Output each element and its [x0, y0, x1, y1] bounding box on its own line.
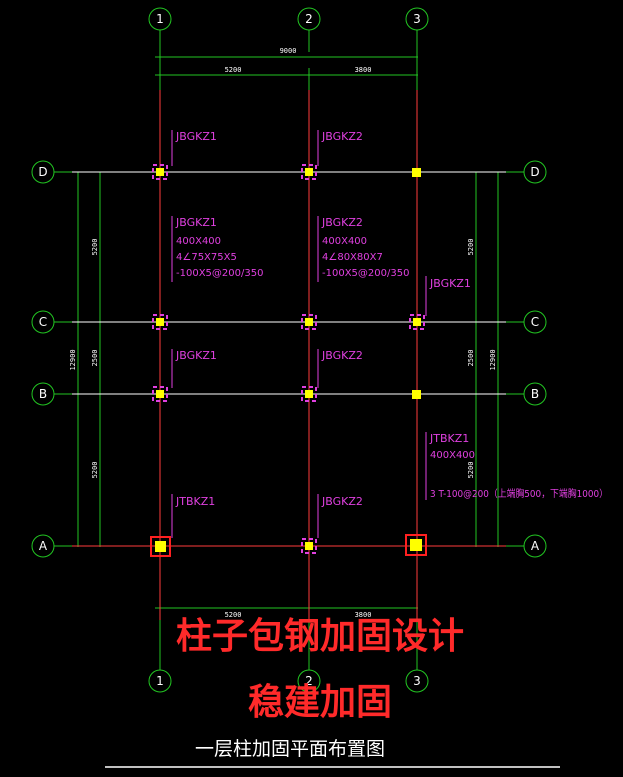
detail-2-plate: -100X5@200/350 [322, 268, 409, 279]
dim-left-D-C: 5200 [91, 239, 99, 256]
drawing-title: 一层柱加固平面布置图 [195, 738, 385, 760]
detail-3-note: 3 T-100@200（上端胸500，下端胸1000） [430, 487, 608, 500]
tag-D1: JBGKZ1 [175, 130, 217, 143]
column-A1 [150, 536, 171, 557]
axis-bubble-right-A: A [523, 534, 547, 558]
axis-bubble-bottom-1: 1 [148, 669, 172, 693]
axis-label: B [531, 387, 539, 401]
axis-label: A [531, 539, 540, 553]
detail-3-size: 400X400 [430, 450, 475, 461]
dim-bottom-1-2: 5200 [225, 611, 242, 619]
detail-1-plate: -100X5@200/350 [176, 268, 263, 279]
detail-1-angle: 4∠75X75X5 [176, 252, 237, 263]
column-C3 [409, 314, 425, 330]
columns [150, 164, 427, 557]
grid-lines-horizontal [72, 171, 506, 547]
dim-top-total: 9000 [280, 47, 297, 55]
tag-A1: JTBKZ1 [175, 495, 215, 508]
dimension-lines [54, 30, 524, 670]
tag-A2: JBGKZ2 [321, 495, 363, 508]
axis-label: 3 [413, 12, 421, 26]
axis-label: 1 [156, 674, 164, 688]
detail-3-tag: JTBKZ1 [429, 432, 469, 445]
axis-bubble-bottom-2: 2 [297, 669, 321, 693]
column-D1 [152, 164, 168, 180]
column-A3 [405, 534, 427, 556]
axis-label: 3 [413, 674, 421, 688]
dim-right-D-C: 5200 [467, 239, 475, 256]
dim-left-total: 12900 [69, 349, 77, 370]
axis-bubble-left-B: B [31, 382, 55, 406]
axis-label: C [39, 315, 47, 329]
axis-label: 1 [156, 12, 164, 26]
detail-2-tag: JBGKZ2 [321, 216, 363, 229]
axis-label: D [530, 165, 539, 179]
dim-right-B-A: 5200 [467, 462, 475, 479]
leader-lines [171, 130, 427, 538]
tag-D2: JBGKZ2 [321, 130, 363, 143]
tag-C3: JBGKZ1 [429, 277, 471, 290]
detail-jbgkz1: JBGKZ1 400X400 4∠75X75X5 -100X5@200/350 [175, 216, 263, 279]
detail-1-size: 400X400 [176, 236, 221, 247]
dim-right-C-B: 2500 [467, 350, 475, 367]
dim-top-2-3: 3800 [355, 66, 372, 74]
column-B3 [412, 390, 421, 399]
column-D2 [301, 164, 317, 180]
detail-jtbkz1: JTBKZ1 400X400 3 T-100@200（上端胸500，下端胸100… [429, 432, 608, 500]
axis-bubble-right-D: D [523, 160, 547, 184]
detail-2-angle: 4∠80X80X7 [322, 252, 383, 263]
tag-B2: JBGKZ2 [321, 349, 363, 362]
dim-bottom-2-3: 3800 [355, 611, 372, 619]
column-D3 [412, 168, 421, 177]
axis-label: C [531, 315, 539, 329]
axis-label: B [39, 387, 47, 401]
axis-label: 2 [305, 12, 313, 26]
column-C2 [301, 314, 317, 330]
axis-bubble-bottom-3: 3 [405, 669, 429, 693]
axis-label: A [39, 539, 48, 553]
column-C1 [152, 314, 168, 330]
tag-B1: JBGKZ1 [175, 349, 217, 362]
axis-bubble-top-1: 1 [148, 7, 172, 31]
column-A2 [301, 538, 317, 554]
axis-label: D [38, 165, 47, 179]
axis-label: 2 [305, 674, 313, 688]
detail-1-tag: JBGKZ1 [175, 216, 217, 229]
detail-jbgkz2: JBGKZ2 400X400 4∠80X80X7 -100X5@200/350 [321, 216, 409, 279]
axis-bubble-left-D: D [31, 160, 55, 184]
axis-bubble-top-2: 2 [297, 7, 321, 31]
axis-bubble-right-C: C [523, 310, 547, 334]
dim-left-B-A: 5200 [91, 462, 99, 479]
axis-bubble-top-3: 3 [405, 7, 429, 31]
watermark-line-2: 稳建加固 [248, 682, 392, 723]
dim-right-total: 12900 [489, 349, 497, 370]
column-B2 [301, 386, 317, 402]
dim-left-C-B: 2500 [91, 350, 99, 367]
dim-top-1-2: 5200 [225, 66, 242, 74]
column-B1 [152, 386, 168, 402]
axis-bubble-left-C: C [31, 310, 55, 334]
watermark-line-1: 柱子包钢加固设计 [176, 616, 464, 657]
detail-2-size: 400X400 [322, 236, 367, 247]
axis-bubble-right-B: B [523, 382, 547, 406]
axis-bubble-left-A: A [31, 534, 55, 558]
